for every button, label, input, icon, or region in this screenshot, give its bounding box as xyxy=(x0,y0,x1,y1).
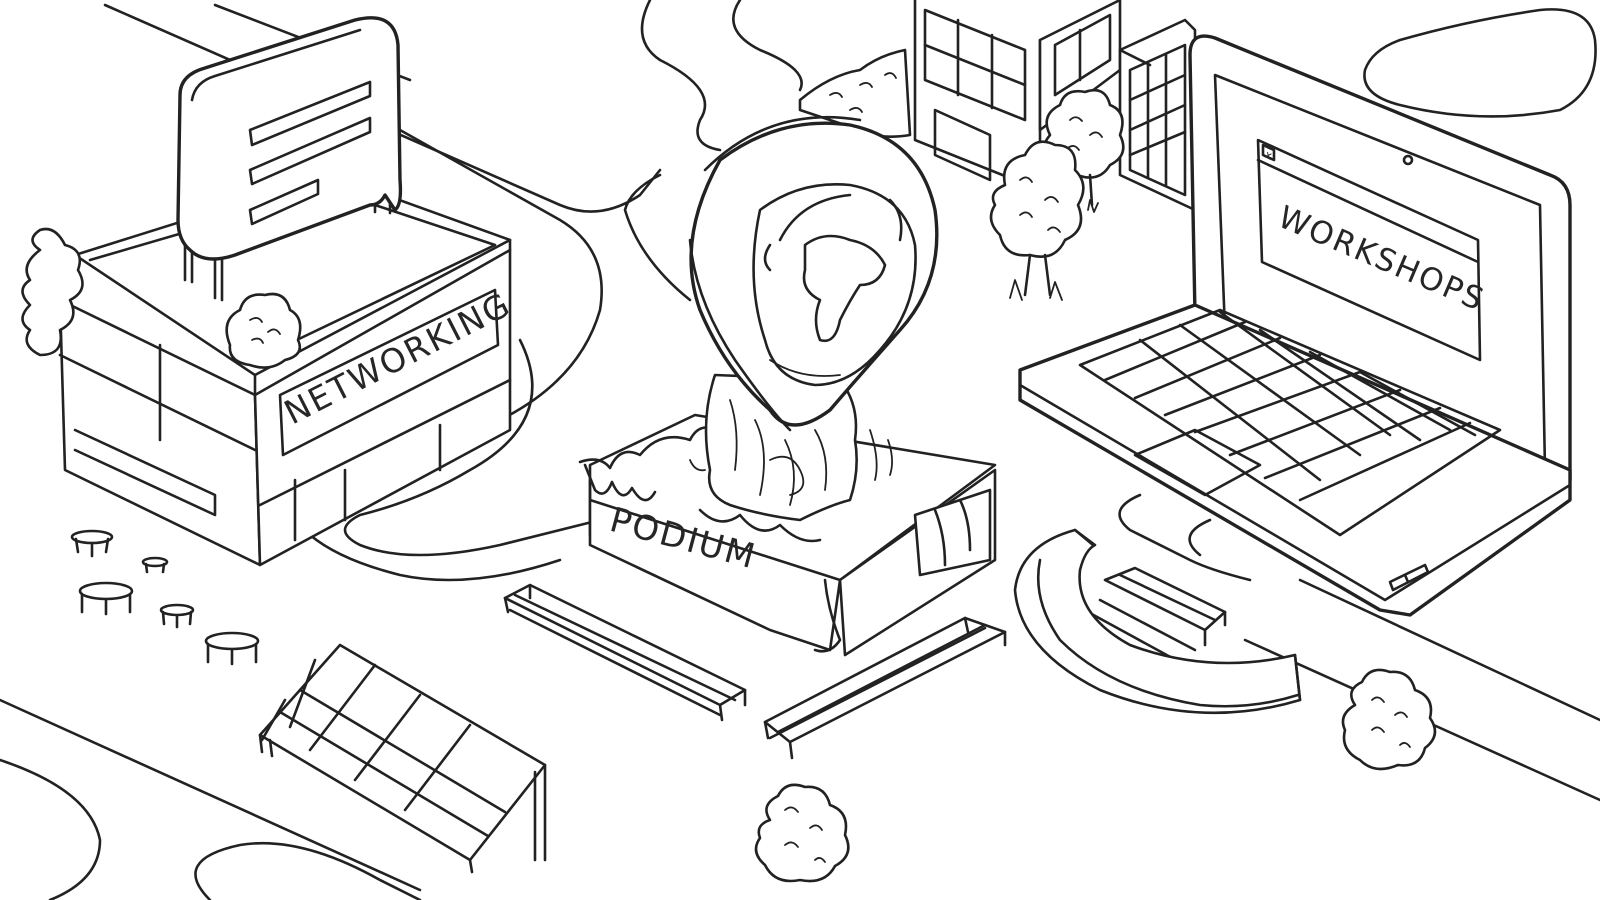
chat-bubble-icon xyxy=(176,16,403,302)
bush-bottom xyxy=(754,783,850,883)
table-4 xyxy=(159,603,195,629)
cafe-tables xyxy=(70,529,260,666)
table-3 xyxy=(78,581,134,616)
podium xyxy=(578,373,997,657)
tree-front xyxy=(989,140,1085,301)
amphitheatre xyxy=(1013,528,1302,715)
bush-right xyxy=(1341,668,1437,771)
table-5 xyxy=(204,631,260,666)
bush-roof xyxy=(225,292,302,369)
table-2 xyxy=(141,556,169,574)
table-1 xyxy=(70,529,114,558)
glass-building xyxy=(1118,18,1197,212)
bench-left xyxy=(503,583,747,722)
bush-networking-left xyxy=(21,227,84,357)
solar-panel xyxy=(258,643,547,874)
office-building xyxy=(798,0,1122,192)
globe-icon xyxy=(763,193,903,377)
workshops-window xyxy=(1256,138,1482,362)
networking-sign xyxy=(278,288,500,457)
bench-center xyxy=(763,616,1007,760)
